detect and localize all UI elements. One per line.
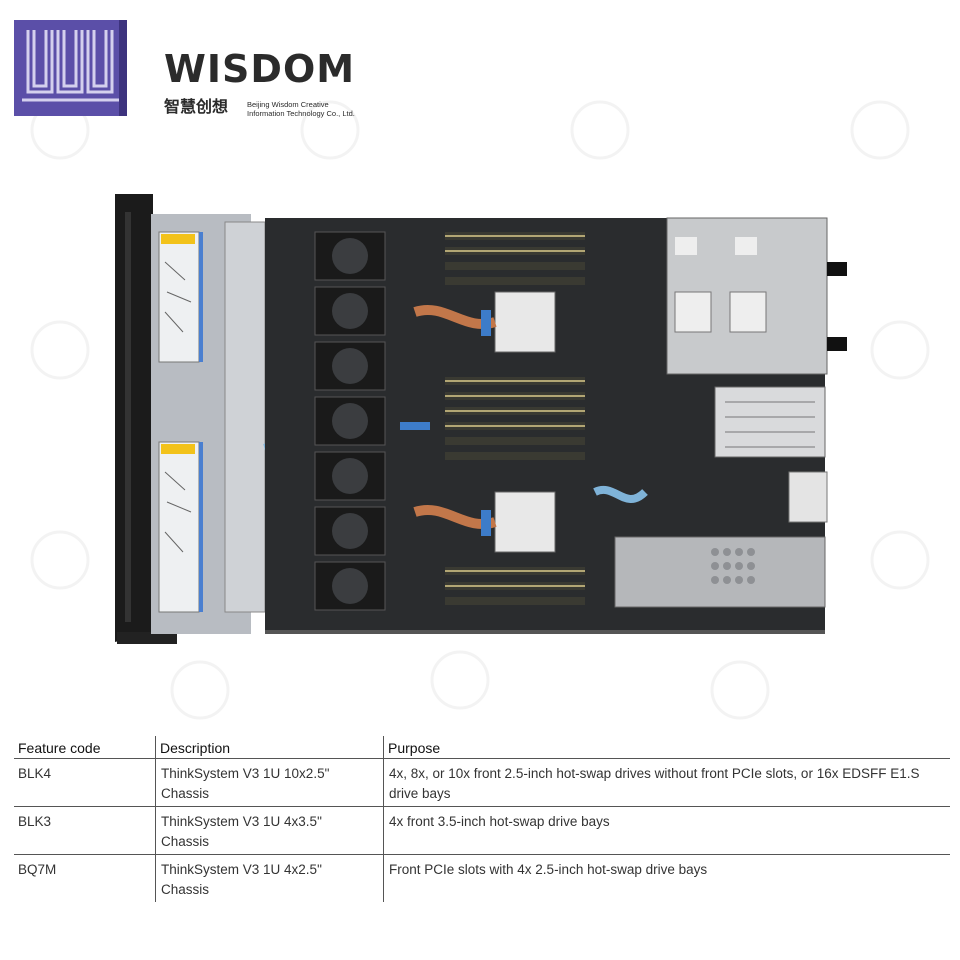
column-header-description: Description xyxy=(155,736,384,759)
table-row: BQ7M ThinkSystem V3 1U 4x2.5" Chassis Fr… xyxy=(14,854,950,902)
column-header-feature-code: Feature code xyxy=(14,736,156,759)
purpose-line: 4x, 8x, or 10x front 2.5-inch hot-swap d… xyxy=(389,766,920,781)
description-line: Chassis xyxy=(161,834,210,849)
purpose-line: drive bays xyxy=(389,786,451,801)
purpose-line: 4x front 3.5-inch hot-swap drive bays xyxy=(389,814,610,829)
warning-label-icon xyxy=(161,234,195,244)
table-row: BLK3 ThinkSystem V3 1U 4x3.5" Chassis 4x… xyxy=(14,806,950,855)
company-line-1: Beijing Wisdom Creative xyxy=(247,100,329,109)
brand-name-chinese: 智慧创想 xyxy=(164,97,229,116)
wisdom-logo-icon xyxy=(14,20,127,116)
cpu-heatsink-2 xyxy=(494,491,556,553)
purpose-cell: 4x, 8x, or 10x front 2.5-inch hot-swap d… xyxy=(383,758,950,807)
description-cell: ThinkSystem V3 1U 4x2.5" Chassis xyxy=(155,854,384,902)
company-full-name: Beijing Wisdom Creative Information Tech… xyxy=(247,100,377,118)
pcie-riser xyxy=(614,536,826,608)
feature-code-cell: BLK3 xyxy=(14,806,156,855)
rear-drive-cage xyxy=(714,386,826,458)
feature-code-cell: BLK4 xyxy=(14,758,156,807)
purpose-line: Front PCIe slots with 4x 2.5-inch hot-sw… xyxy=(389,862,708,877)
column-header-purpose: Purpose xyxy=(383,736,950,759)
description-line: ThinkSystem V3 1U 10x2.5" xyxy=(161,766,330,781)
feature-code-table: Feature code Description Purpose BLK4 Th… xyxy=(14,736,950,902)
description-line: Chassis xyxy=(161,882,210,897)
company-line-2: Information Technology Co., Ltd. xyxy=(247,109,355,118)
server-chassis-image xyxy=(115,192,850,647)
cpu-heatsink-1 xyxy=(494,291,556,353)
feature-code-cell: BQ7M xyxy=(18,862,57,877)
description-line: ThinkSystem V3 1U 4x3.5" xyxy=(161,814,322,829)
warning-label-icon xyxy=(161,444,195,454)
table-row: BLK4 ThinkSystem V3 1U 10x2.5" Chassis 4… xyxy=(14,758,950,807)
description-line: ThinkSystem V3 1U 4x2.5" xyxy=(161,862,322,877)
front-bezel xyxy=(115,194,153,642)
description-cell: ThinkSystem V3 1U 10x2.5" Chassis xyxy=(155,758,384,807)
purpose-cell: 4x front 3.5-inch hot-swap drive bays xyxy=(383,806,950,855)
description-line: Chassis xyxy=(161,786,210,801)
purpose-cell: Front PCIe slots with 4x 2.5-inch hot-sw… xyxy=(383,854,950,902)
company-logo: WISDOM 智慧创想 Beijing Wisdom Creative Info… xyxy=(14,20,356,118)
table-header-row: Feature code Description Purpose xyxy=(14,736,950,759)
brand-name: WISDOM xyxy=(164,47,356,91)
description-cell: ThinkSystem V3 1U 4x3.5" Chassis xyxy=(155,806,384,855)
